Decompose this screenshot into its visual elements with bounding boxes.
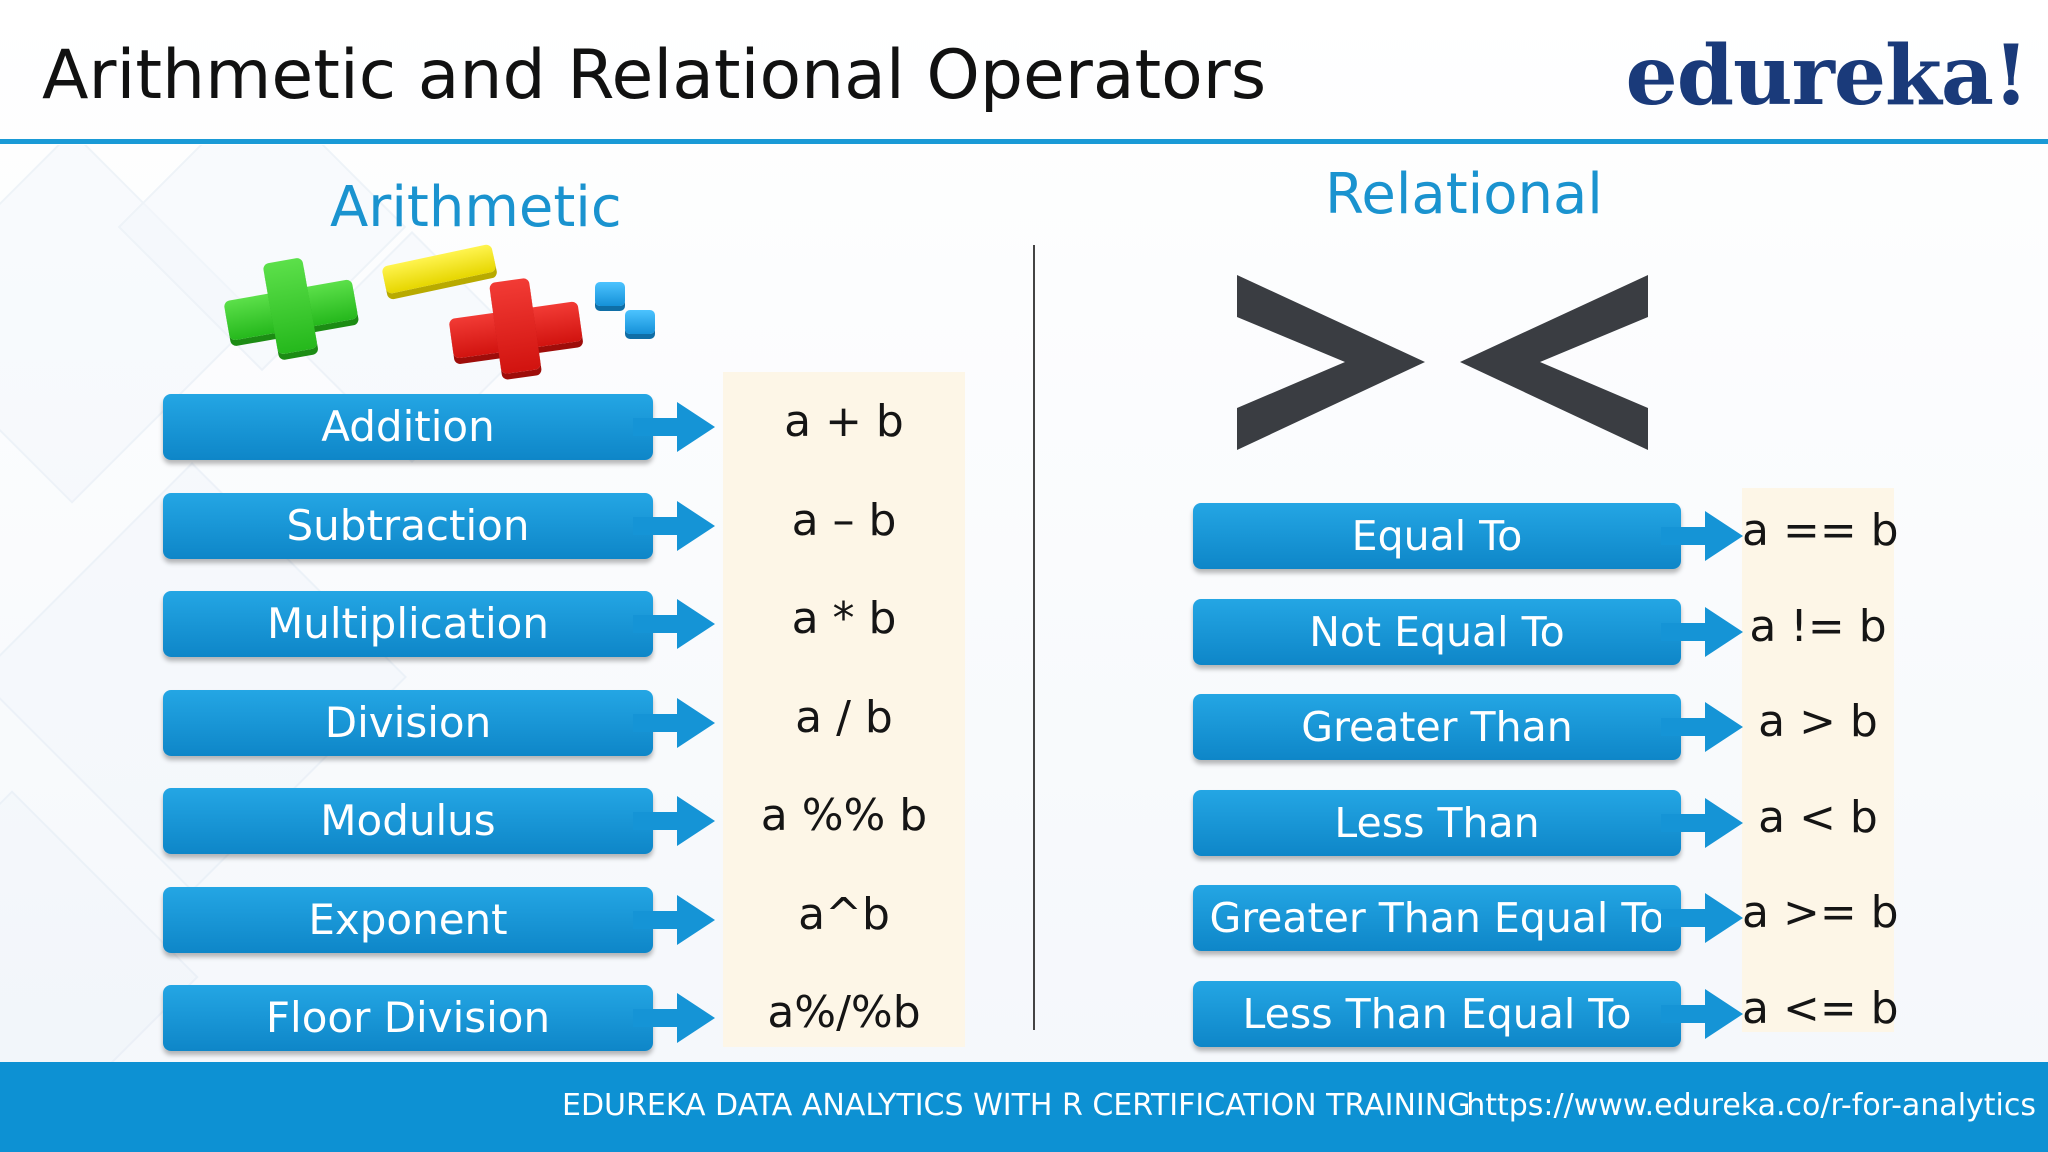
operator-label: Greater Than xyxy=(1193,694,1681,761)
operator-row-exponent: Exponent a^b xyxy=(163,886,965,953)
greater-than-icon xyxy=(1237,275,1425,450)
footer-url: https://www.edureka.co/r-for-analytics xyxy=(1466,1088,2036,1123)
operator-expression: a – b xyxy=(791,494,897,546)
arrow-right-icon xyxy=(1661,989,1743,1039)
column-divider xyxy=(1033,245,1035,1030)
footer-course-title: EDUREKA DATA ANALYTICS WITH R CERTIFICAT… xyxy=(562,1088,1471,1123)
relational-heading: Relational xyxy=(1325,162,1603,227)
operator-label: Floor Division xyxy=(163,985,653,1051)
division-dot-icon xyxy=(595,282,625,306)
division-dot-icon xyxy=(625,310,655,334)
arrow-right-icon xyxy=(633,697,715,748)
arithmetic-heading: Arithmetic xyxy=(330,175,622,240)
arrow-right-icon xyxy=(633,500,715,551)
arrow-right-icon xyxy=(1661,893,1743,944)
arrow-right-icon xyxy=(633,894,715,945)
operator-label: Multiplication xyxy=(163,591,653,657)
arithmetic-illustration xyxy=(215,230,685,375)
arrow-right-icon xyxy=(633,796,715,846)
operator-label: Greater Than Equal To xyxy=(1193,885,1681,952)
operator-label: Subtraction xyxy=(163,492,653,559)
operator-row-subtraction: Subtraction a – b xyxy=(163,492,965,559)
operator-row-floor-division: Floor Division a%/%b xyxy=(163,985,965,1051)
operator-label: Division xyxy=(163,689,653,756)
edureka-logo: edureka! xyxy=(1625,28,2029,124)
operator-label: Less Than Equal To xyxy=(1193,981,1681,1047)
operator-label: Less Than xyxy=(1193,789,1681,856)
operator-expression: a * b xyxy=(791,593,897,644)
operator-row-multiplication: Multiplication a * b xyxy=(163,591,965,657)
operator-label: Equal To xyxy=(1193,503,1681,569)
slide-title: Arithmetic and Relational Operators xyxy=(42,36,1267,115)
relational-symbol-illustration xyxy=(1237,275,1648,450)
operator-label: Not Equal To xyxy=(1193,598,1681,665)
arithmetic-expression-panel xyxy=(723,372,965,1047)
arrow-right-icon xyxy=(1661,511,1743,561)
operator-expression: a + b xyxy=(784,396,904,447)
less-than-icon xyxy=(1460,275,1648,450)
operator-row-less-than-equal-to: Less Than Equal To a <= b xyxy=(1193,981,1899,1047)
plus-icon xyxy=(446,277,584,375)
operator-expression: a^b xyxy=(798,888,890,940)
operator-expression: a %% b xyxy=(760,790,928,841)
arrow-right-icon xyxy=(1661,702,1743,753)
operator-expression: a / b xyxy=(795,691,893,743)
footer-bar: EDUREKA DATA ANALYTICS WITH R CERTIFICAT… xyxy=(0,1062,2048,1152)
arrow-right-icon xyxy=(633,993,715,1043)
arrow-right-icon xyxy=(1661,797,1743,848)
operator-label: Modulus xyxy=(163,788,653,854)
operator-expression: a >= b xyxy=(1742,887,1899,939)
operator-expression: a == b xyxy=(1742,505,1899,556)
arrow-right-icon xyxy=(1661,606,1743,657)
minus-icon xyxy=(381,243,497,295)
operator-expression: a%/%b xyxy=(767,987,921,1038)
operator-row-greater-than-equal-to: Greater Than Equal To a >= b xyxy=(1193,885,1899,952)
operator-row-addition: Addition a + b xyxy=(163,394,965,460)
arrow-right-icon xyxy=(633,402,715,452)
operator-label: Exponent xyxy=(163,886,653,953)
operator-expression: a < b xyxy=(1758,791,1878,843)
operator-row-division: Division a / b xyxy=(163,689,965,756)
operator-row-equal-to: Equal To a == b xyxy=(1193,503,1899,569)
operator-row-greater-than: Greater Than a > b xyxy=(1193,694,1894,761)
operator-row-less-than: Less Than a < b xyxy=(1193,789,1894,856)
operator-expression: a != b xyxy=(1749,600,1887,652)
operator-expression: a > b xyxy=(1758,696,1878,748)
relational-expression-panel xyxy=(1742,488,1894,1032)
operator-row-modulus: Modulus a %% b xyxy=(163,788,965,854)
operator-expression: a <= b xyxy=(1742,983,1899,1034)
title-divider xyxy=(0,139,2048,144)
operator-row-not-equal-to: Not Equal To a != b xyxy=(1193,598,1894,665)
arrow-right-icon xyxy=(633,599,715,649)
operator-label: Addition xyxy=(163,394,653,460)
plus-icon xyxy=(220,257,360,355)
